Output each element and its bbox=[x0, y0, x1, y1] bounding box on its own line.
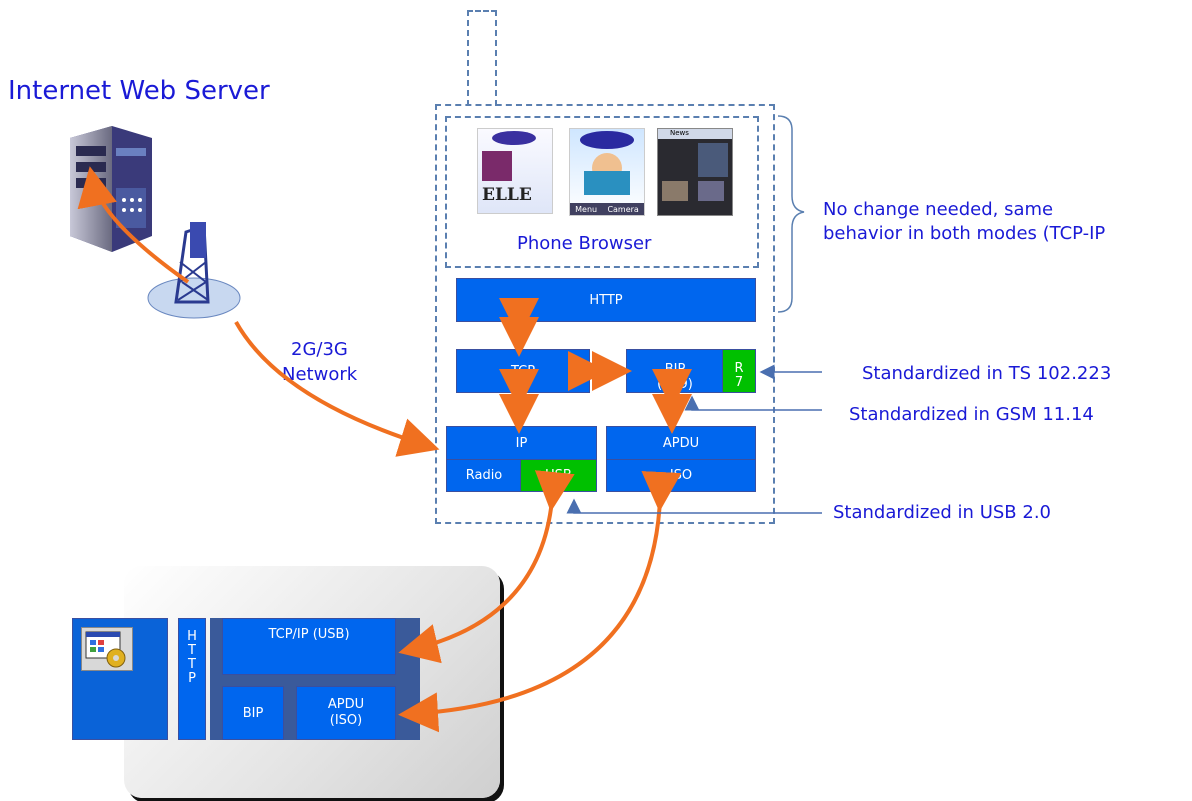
application-gear-icon bbox=[81, 627, 133, 671]
server-title: Internet Web Server bbox=[8, 76, 270, 106]
card-tcpip-layer: TCP/IP (USB) bbox=[222, 618, 396, 675]
r7-layer: R 7 bbox=[722, 349, 756, 393]
phone-antenna-outline bbox=[467, 10, 497, 106]
tcp-layer: TCP bbox=[456, 349, 590, 393]
news-screen: News bbox=[657, 128, 733, 216]
elle-screen: ELLE bbox=[477, 128, 553, 214]
radio-layer: Radio bbox=[446, 459, 522, 492]
card-http-label: HTTP bbox=[184, 629, 200, 685]
usb-annotation: Standardized in USB 2.0 bbox=[833, 502, 1051, 523]
telco-camera-label: Camera bbox=[607, 204, 639, 214]
browser-outline bbox=[445, 116, 759, 268]
phone-browser-label: Phone Browser bbox=[517, 233, 652, 254]
telco-menu-label: Menu bbox=[575, 204, 598, 214]
card-bip-layer: BIP bbox=[222, 686, 284, 740]
card-http-layer: HTTP bbox=[178, 618, 206, 740]
application-panel bbox=[72, 618, 168, 740]
gsm-annotation: Standardized in GSM 11.14 bbox=[849, 404, 1094, 425]
apdu-layer: APDU bbox=[606, 426, 756, 460]
bip-label: BIP bbox=[664, 362, 686, 377]
elle-logo-text: ELLE bbox=[482, 185, 532, 205]
usb-layer: USB bbox=[520, 459, 597, 492]
bip-sub-label: (R99) bbox=[657, 377, 693, 392]
card-apdu-label: APDU bbox=[327, 697, 365, 712]
network-label-line1: 2G/3G bbox=[291, 339, 348, 360]
iso-layer: ISO bbox=[606, 459, 756, 492]
ip-layer: IP bbox=[446, 426, 597, 460]
card-iso-label: (ISO) bbox=[329, 713, 363, 728]
no-change-line2: behavior in both modes (TCP-IP bbox=[823, 223, 1106, 244]
card-apdu-layer: APDU (ISO) bbox=[296, 686, 396, 740]
telco-wireless-screen: Menu Camera bbox=[569, 128, 645, 216]
http-layer: HTTP bbox=[456, 278, 756, 322]
ts-annotation: Standardized in TS 102.223 bbox=[862, 363, 1112, 384]
no-change-line1: No change needed, same bbox=[823, 199, 1054, 220]
bip-layer: BIP (R99) bbox=[626, 349, 724, 393]
card-tcpip-label: TCP/IP (USB) bbox=[268, 627, 350, 642]
network-label-line2: Network bbox=[282, 364, 358, 385]
cell-tower-icon bbox=[146, 222, 242, 322]
news-header: News bbox=[658, 129, 732, 139]
